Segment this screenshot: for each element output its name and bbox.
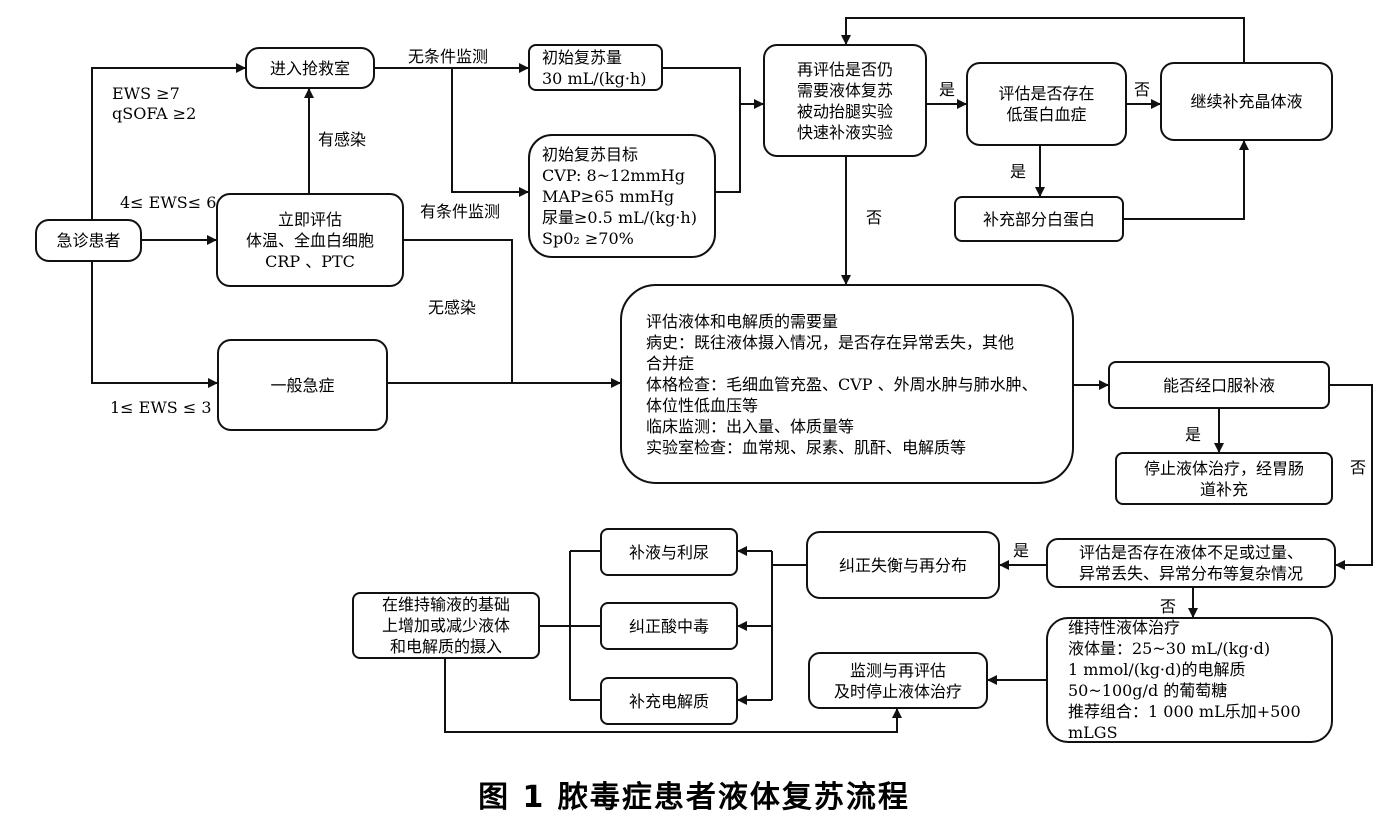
emergency-patient-text: 急诊患者: [56, 231, 121, 250]
rescue-room-box: 进入抢救室: [245, 47, 375, 89]
oral-rehydration-box: 能否经口服补液: [1108, 361, 1330, 409]
arrow-volume-to-reassess: [663, 67, 764, 109]
adjust-intake-text: 在维持输液的基础 上增加或减少液体 和电解质的摄入: [381, 595, 510, 656]
rescue-room-text: 进入抢救室: [269, 58, 350, 78]
supplement-electrolytes-box: 补充电解质: [600, 677, 738, 725]
stop-fluid-text: 停止液体治疗，经胃肠 道补充: [1143, 458, 1304, 499]
arrow-not-infected: [404, 239, 513, 383]
immediate-assessment-text: 立即评估 体温、全血白细胞 CRP 、PTC: [245, 209, 374, 271]
assess-complex-text: 评估是否存在液体不足或过量、 异常丢失、异常分布等复杂情况: [1078, 543, 1303, 583]
arrow-loop-back: [841, 17, 1245, 62]
arrow-adjust-to-monitor: [444, 659, 902, 733]
label-ews-high: EWS ≥7 qSOFA ≥2: [112, 84, 197, 123]
hypoalbumin-text: 评估是否存在 低蛋白血症: [998, 84, 1095, 124]
supplement-electrolytes-text: 补充电解质: [628, 691, 709, 711]
assess-fluid-text: 评估液体和电解质的需要量 病史：既往液体摄入情况，是否存在异常丢失，其他 合并症…: [646, 311, 1038, 457]
continue-crystalloid-box: 继续补充晶体液: [1160, 62, 1333, 141]
maintenance-text: 维持性液体治疗 液体量：25~30 mL/(kg·d) 1 mmol/(kg·d…: [1068, 618, 1301, 742]
supplement-albumin-text: 补充部分白蛋白: [982, 209, 1095, 229]
supplement-albumin-box: 补充部分白蛋白: [954, 196, 1124, 242]
maintenance-box: 维持性液体治疗 液体量：25~30 mL/(kg·d) 1 mmol/(kg·d…: [1046, 617, 1333, 743]
initial-target-text: 初始复苏目标 CVP: 8~12mmHg MAP≥65 mmHg 尿量≥0.5 …: [542, 144, 697, 248]
label-no-hypoalbumin: 否: [1134, 80, 1151, 99]
label-no-reassess: 否: [866, 208, 883, 227]
label-ews-mid: 4≤ EWS≤ 6: [120, 193, 217, 212]
assess-fluid-box: 评估液体和电解质的需要量 病史：既往液体摄入情况，是否存在异常丢失，其他 合并症…: [620, 284, 1074, 484]
label-no-complex: 否: [1160, 597, 1177, 616]
label-not-infected: 无感染: [428, 298, 477, 317]
arrow-conditional: [451, 68, 529, 197]
reassess-text: 再评估是否仍 需要液体复苏 被动抬腿实验 快速补液实验: [796, 59, 893, 142]
label-unconditional: 无条件监测: [408, 47, 489, 66]
monitor-reassess-box: 监测与再评估 及时停止液体治疗: [808, 652, 988, 709]
label-no-oral: 否: [1350, 458, 1367, 477]
continue-crystalloid-text: 继续补充晶体液: [1190, 92, 1303, 111]
reassess-box: 再评估是否仍 需要液体复苏 被动抬腿实验 快速补液实验: [763, 44, 927, 157]
label-infected: 有感染: [318, 130, 367, 149]
fluid-diuresis-box: 补液与利尿: [600, 528, 738, 576]
emergency-patient-box: 急诊患者: [35, 219, 142, 262]
general-emergency-text: 一般急症: [270, 375, 335, 395]
monitor-reassess-text: 监测与再评估 及时停止液体治疗: [833, 660, 962, 701]
label-yes-reassess: 是: [939, 80, 956, 99]
initial-volume-text: 初始复苏量 30 mL/(kg·h): [542, 47, 647, 88]
label-yes-albumin: 是: [1010, 162, 1027, 181]
arrow-oral-no: [1330, 384, 1373, 570]
correct-acidosis-box: 纠正酸中毒: [600, 602, 738, 650]
label-yes-complex: 是: [1013, 541, 1030, 560]
correct-imbalance-text: 纠正失衡与再分布: [838, 555, 967, 575]
figure-caption: 图 1 脓毒症患者液体复苏流程: [478, 780, 910, 815]
initial-volume-box: 初始复苏量 30 mL/(kg·h): [528, 44, 663, 91]
fluid-diuresis-text: 补液与利尿: [628, 542, 709, 562]
assess-complex-box: 评估是否存在液体不足或过量、 异常丢失、异常分布等复杂情况: [1046, 538, 1336, 588]
arrow-target-to-reassess: [716, 104, 741, 193]
initial-target-box: 初始复苏目标 CVP: 8~12mmHg MAP≥65 mmHg 尿量≥0.5 …: [528, 134, 716, 258]
label-ews-low: 1≤ EWS ≤ 3: [110, 398, 212, 417]
correct-imbalance-box: 纠正失衡与再分布: [806, 531, 1000, 599]
adjust-intake-box: 在维持输液的基础 上增加或减少液体 和电解质的摄入: [352, 592, 540, 659]
general-emergency-box: 一般急症: [217, 339, 388, 431]
label-yes-oral: 是: [1185, 425, 1202, 444]
arrow-to-general-emergency: [91, 262, 218, 388]
correct-acidosis-text: 纠正酸中毒: [628, 616, 709, 636]
arrow-to-rescue-room: [91, 63, 246, 220]
oral-rehydration-text: 能否经口服补液: [1162, 375, 1275, 395]
stop-fluid-box: 停止液体治疗，经胃肠 道补充: [1115, 452, 1333, 505]
label-conditional: 有条件监测: [420, 202, 501, 221]
hypoalbumin-box: 评估是否存在 低蛋白血症: [966, 62, 1127, 146]
immediate-assessment-box: 立即评估 体温、全血白细胞 CRP 、PTC: [216, 193, 404, 287]
arrow-albumin-to-continue: [1124, 140, 1249, 220]
